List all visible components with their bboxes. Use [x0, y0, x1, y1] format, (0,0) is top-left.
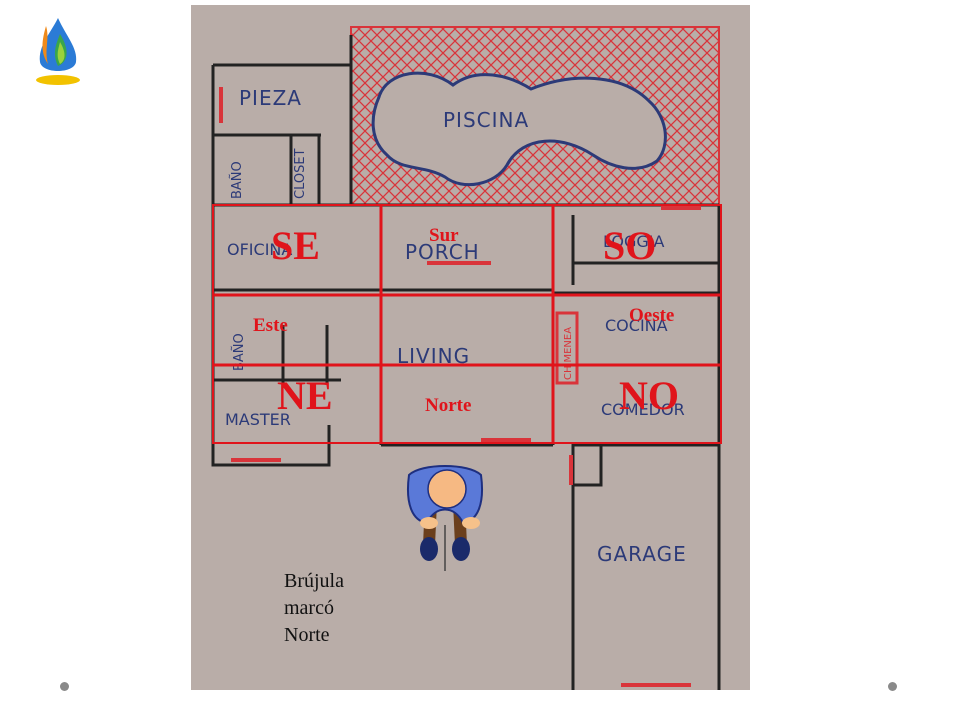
direction-oeste: Oeste	[629, 305, 674, 326]
direction-so: SO	[603, 223, 656, 268]
brand-logo	[30, 12, 86, 88]
compass-note-line-2: marcó	[284, 597, 334, 619]
person-top-view-icon	[407, 465, 483, 571]
direction-norte: Norte	[425, 395, 471, 416]
room-label-garage: GARAGE	[597, 542, 687, 566]
room-label-loggia: LOGGIA	[603, 232, 664, 251]
room-label-bano-1: BAÑO	[229, 161, 245, 199]
compass-note-line-3: Norte	[284, 624, 330, 646]
compass-note: Brújula marcó Norte	[284, 568, 344, 649]
room-label-master: MASTER	[225, 410, 291, 429]
direction-sur: Sur	[429, 225, 459, 246]
direction-este: Este	[253, 315, 288, 336]
direction-se: SE	[271, 223, 320, 268]
room-label-chimenea: CHIMENEA	[563, 327, 574, 380]
flame-drop-logo-icon	[36, 18, 80, 85]
room-label-piscina: PISCINA	[443, 108, 529, 132]
room-label-closet: CLOSET	[293, 148, 308, 199]
pool-shape	[371, 71, 667, 187]
orientation-grid	[212, 204, 722, 444]
room-label-bano-2: BAÑO	[231, 333, 247, 371]
floor-plan-sketch: PIEZA PISCINA BAÑO CLOSET OFICINA PORCH …	[191, 5, 750, 690]
room-label-porch: PORCH	[405, 240, 480, 264]
direction-ne: NE	[277, 373, 333, 418]
slide-dot-left	[60, 682, 69, 691]
room-label-pieza: PIEZA	[239, 86, 302, 110]
room-label-comedor: COMEDOR	[601, 400, 685, 419]
slide-dot-right	[888, 682, 897, 691]
compass-note-line-1: Brújula	[284, 570, 344, 592]
room-label-cocina: COCINA	[605, 316, 668, 335]
room-label-oficina: OFICINA	[227, 240, 292, 259]
red-wall-accents	[219, 87, 701, 687]
direction-no: NO	[619, 373, 679, 418]
